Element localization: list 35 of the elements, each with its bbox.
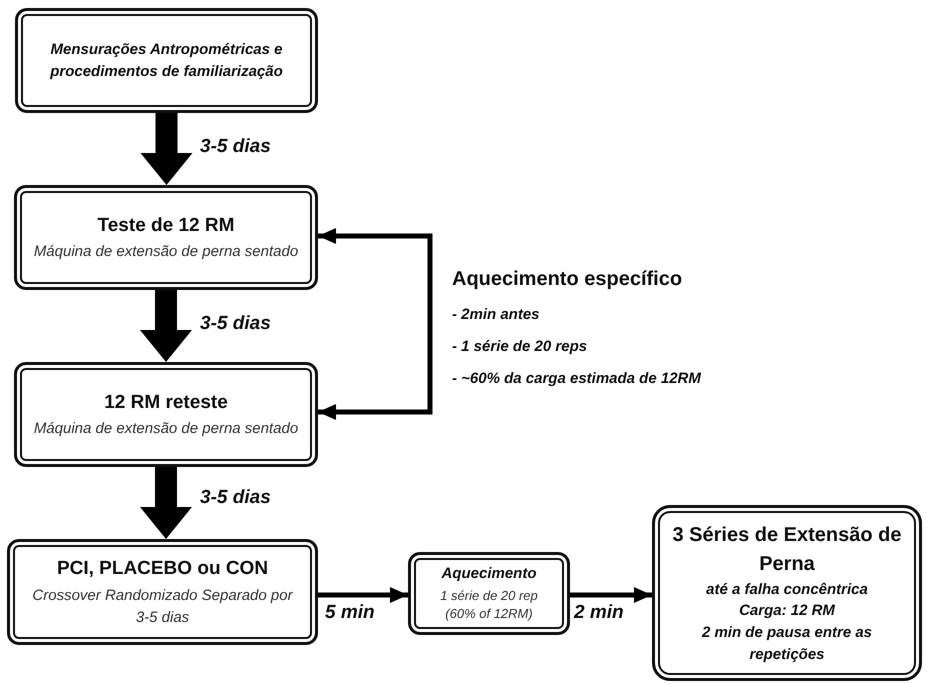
node-heading: Mensurações Antropométricas e procedimentos de familiarização [49,40,284,82]
node-heading: PCI, PLACEBO ou CON [56,557,268,582]
arrow [318,228,432,326]
arrow [318,587,408,603]
edge-label: 3-5 dias [200,313,271,336]
node-heading: Aquecimento [441,564,536,584]
node-heading: 12 RM reteste [104,390,228,415]
node-text: Máquina de extensão de perna sentado [34,419,298,440]
node-text: Máquina de extensão de perna sentado [34,242,298,262]
process-box [652,505,922,681]
process-box [408,552,570,635]
arrow [570,587,652,603]
edge-label: 2 min [574,602,624,625]
node-text: Carga: 12 RM [739,601,835,622]
node-heading: Aquecimento específico [452,267,682,292]
process-box [14,185,318,290]
block-arrow [140,467,192,539]
node-text: 2 min de pausa entre as repetições [700,623,874,665]
node-text: - 2min antes [452,305,540,326]
process-box [14,362,318,467]
edge-label: 3-5 dias [200,136,271,159]
edge-label: 5 min [325,602,375,625]
edge-label: 3-5 dias [200,487,271,510]
node-text: Crossover Randomizado Separado por 3-5 dias [31,586,294,628]
node-text: - ~60% da carga estimada de 12RM [452,368,701,389]
node-heading: Teste de 12 RM [98,214,234,238]
process-box [15,8,318,113]
node-heading: 3 Séries de Extensão de Perna [671,522,902,576]
block-arrow [140,290,192,362]
node-text: 1 série de 20 rep (60% of 12RM) [439,586,539,624]
node-text: - 1 série de 20 reps [452,337,588,358]
arrow [318,326,432,420]
node-text: até a falha concêntrica [706,580,868,600]
block-arrow [140,113,192,185]
process-box [7,539,318,645]
